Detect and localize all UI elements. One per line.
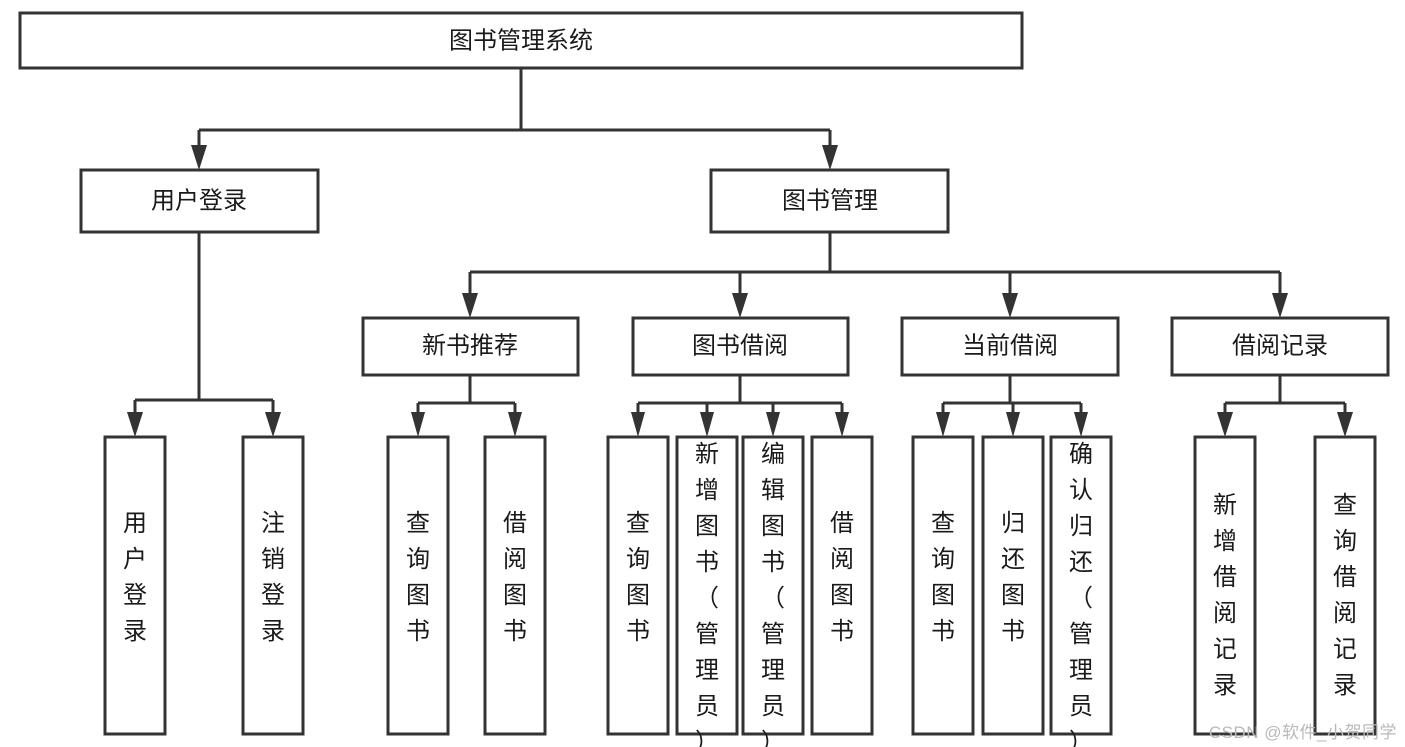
leaf-borrow-book-recommend[interactable]: 借阅图书 — [483, 435, 547, 736]
leaf-add-book-admin-box[interactable] — [675, 435, 739, 736]
leaf-query-borrow-record-label: 查询借阅记录 — [1333, 492, 1357, 699]
node-borrow-records-label: 借阅记录 — [1232, 332, 1328, 359]
node-new-book-recommend[interactable]: 新书推荐 — [361, 316, 580, 377]
leaf-add-book-admin[interactable]: 新增图书（管理员） — [675, 435, 739, 747]
leaf-query-book-recommend[interactable]: 查询图书 — [386, 435, 450, 736]
node-book-management[interactable]: 图书管理 — [709, 168, 950, 234]
leaf-borrow-book-recommend-box[interactable] — [483, 435, 547, 736]
leaf-query-book-current[interactable]: 查询图书 — [911, 435, 975, 736]
leaf-add-borrow-record-label: 新增借阅记录 — [1213, 492, 1237, 699]
arrowhead-user-login — [191, 145, 207, 170]
leaf-query-book-borrow[interactable]: 查询图书 — [606, 435, 670, 736]
node-current-borrow-label: 当前借阅 — [962, 332, 1058, 359]
leaf-return-book-box[interactable] — [981, 435, 1045, 736]
node-user-login-box[interactable] — [79, 168, 320, 234]
node-book-borrow-box[interactable] — [631, 316, 850, 377]
node-root-label: 图书管理系统 — [449, 27, 593, 54]
arrowhead-leaf-add-book-admin — [700, 412, 714, 437]
node-layer: 图书管理系统 用户登录 图书管理 新书推荐 图书借阅 当前 — [18, 11, 1390, 747]
node-root-box[interactable] — [18, 11, 1024, 70]
leaf-user-login[interactable]: 用户登录 — [103, 435, 167, 736]
arrowhead-leaf-query-book-current — [936, 412, 950, 437]
leaf-add-book-admin-label: 新增图书（管理员） — [695, 441, 719, 747]
leaf-query-book-borrow-box[interactable] — [606, 435, 670, 736]
leaf-user-login-label: 用户登录 — [123, 510, 147, 645]
leaf-confirm-return-admin-label: 确认归还（管理员） — [1069, 441, 1093, 747]
arrowhead-leaf-confirm-return-admin — [1074, 412, 1088, 437]
leaf-confirm-return-admin[interactable]: 确认归还（管理员） — [1049, 435, 1113, 747]
arrowhead-leaf-query-borrow-record — [1337, 412, 1353, 437]
node-current-borrow-box[interactable] — [900, 316, 1120, 377]
leaf-query-book-recommend-box[interactable] — [386, 435, 450, 736]
leaf-borrow-book-box[interactable] — [810, 435, 874, 736]
node-user-login-label: 用户登录 — [151, 187, 247, 214]
csdn-watermark: CSDN @软件_小贺同学 — [1208, 723, 1397, 742]
node-root[interactable]: 图书管理系统 — [18, 11, 1024, 70]
leaf-edit-book-admin-label: 编辑图书（管理员） — [761, 441, 785, 747]
leaf-edit-book-admin[interactable]: 编辑图书（管理员） — [741, 435, 805, 747]
arrowhead-current-borrow — [1002, 293, 1018, 318]
connector-layer — [127, 68, 1353, 437]
arrowhead-leaf-add-borrow-record — [1217, 412, 1233, 437]
leaf-query-borrow-record-box[interactable] — [1313, 435, 1377, 736]
node-current-borrow[interactable]: 当前借阅 — [900, 316, 1120, 377]
node-book-borrow-label: 图书借阅 — [692, 332, 788, 359]
node-book-management-box[interactable] — [709, 168, 950, 234]
leaf-query-book-borrow-label: 查询图书 — [626, 510, 650, 645]
leaf-borrow-book[interactable]: 借阅图书 — [810, 435, 874, 736]
arrowhead-book-management — [822, 145, 838, 170]
leaf-add-borrow-record[interactable]: 新增借阅记录 — [1193, 435, 1257, 736]
leaf-query-book-current-label: 查询图书 — [931, 510, 955, 645]
leaf-return-book-label: 归还图书 — [1001, 510, 1025, 645]
leaf-query-borrow-record[interactable]: 查询借阅记录 — [1313, 435, 1377, 736]
arrowhead-book-borrow — [732, 293, 748, 318]
arrowhead-leaf-return-book — [1006, 412, 1020, 437]
node-user-login[interactable]: 用户登录 — [79, 168, 320, 234]
node-borrow-records[interactable]: 借阅记录 — [1170, 316, 1390, 377]
leaf-query-book-recommend-label: 查询图书 — [406, 510, 430, 645]
leaf-borrow-book-recommend-label: 借阅图书 — [503, 510, 527, 645]
leaf-return-book[interactable]: 归还图书 — [981, 435, 1045, 736]
node-book-management-label: 图书管理 — [782, 187, 878, 214]
arrowhead-leaf-query-book-borrow — [631, 412, 645, 437]
leaf-add-borrow-record-box[interactable] — [1193, 435, 1257, 736]
node-borrow-records-box[interactable] — [1170, 316, 1390, 377]
leaf-logout[interactable]: 注销登录 — [241, 435, 305, 736]
arrowhead-leaf-edit-book-admin — [766, 412, 780, 437]
node-new-book-recommend-label: 新书推荐 — [422, 332, 518, 359]
leaf-confirm-return-admin-box[interactable] — [1049, 435, 1113, 736]
node-new-book-recommend-box[interactable] — [361, 316, 580, 377]
arrowhead-leaf-borrow-book-recommend — [508, 412, 522, 437]
leaf-edit-book-admin-box[interactable] — [741, 435, 805, 736]
node-book-borrow[interactable]: 图书借阅 — [631, 316, 850, 377]
arrowhead-leaf-logout — [265, 412, 281, 437]
arrowhead-leaf-user-login — [127, 412, 143, 437]
arrowhead-leaf-borrow-book — [835, 412, 849, 437]
leaf-user-login-box[interactable] — [103, 435, 167, 736]
arrowhead-leaf-query-book-recommend — [411, 412, 425, 437]
arrowhead-borrow-records — [1272, 293, 1288, 318]
arrowhead-new-book-recommend — [462, 293, 478, 318]
leaf-borrow-book-label: 借阅图书 — [830, 510, 854, 645]
leaf-query-book-current-box[interactable] — [911, 435, 975, 736]
leaf-logout-box[interactable] — [241, 435, 305, 736]
leaf-logout-label: 注销登录 — [261, 510, 285, 645]
